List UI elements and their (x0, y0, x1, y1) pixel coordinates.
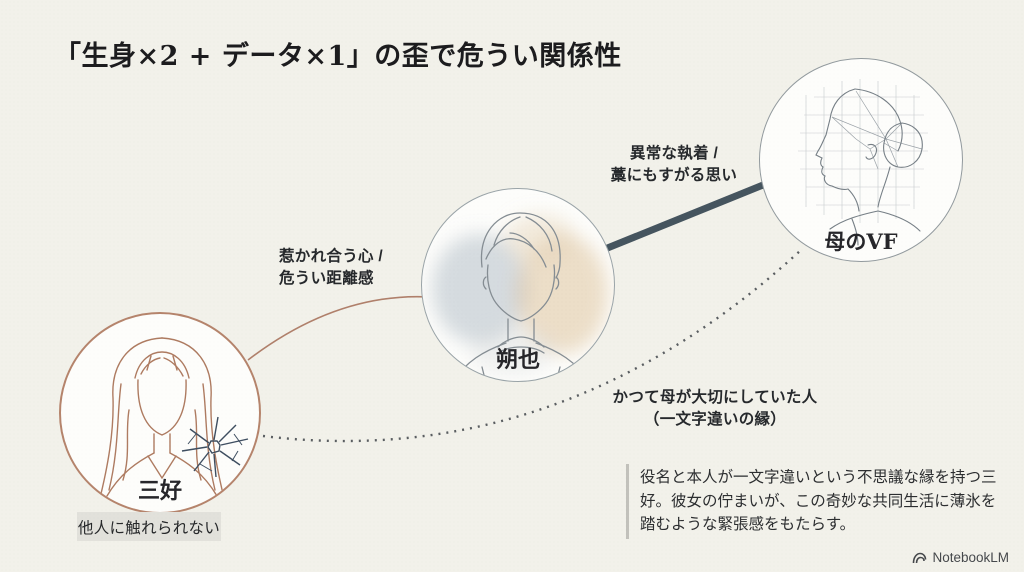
annotation-note: 役名と本人が一文字違いという不思議な縁を持つ三好。彼女の佇まいが、この奇妙な共同… (626, 464, 1010, 539)
edge-label-line: 危うい距離感 (279, 270, 374, 287)
brand-footer: NotebookLM (912, 550, 1009, 565)
node-sakuya-label: 朔也 (495, 347, 540, 373)
edge-label-sakuya-mother: 異常な執着 / 藁にもすがる思い (591, 143, 757, 187)
sakuya-portrait-illustration (432, 212, 608, 381)
edge-sakuya-mother-line (603, 179, 770, 253)
miyoshi-status-badge: 他人に触れられない (77, 512, 221, 541)
edge-label-miyoshi-sakuya: 惹かれ合う心 / 危うい距離感 (279, 246, 383, 290)
shattered-glass-icon (181, 416, 249, 478)
brand-label: NotebookLM (932, 550, 1009, 565)
node-sakuya: 朔也 (421, 188, 615, 382)
edge-label-line: （一文字違いの縁） (643, 411, 787, 428)
edge-label-miyoshi-mother: かつて母が大切にしていた人 （一文字違いの縁） (589, 387, 841, 431)
node-miyoshi: 三好 (59, 312, 261, 514)
edge-miyoshi-sakuya-arc (247, 295, 431, 361)
mother-vf-wireframe-illustration (798, 79, 928, 246)
notebooklm-logo-icon (913, 552, 927, 563)
edge-label-line: 藁にもすがる思い (610, 167, 738, 184)
node-miyoshi-label: 三好 (137, 478, 182, 504)
miyoshi-portrait-illustration (98, 337, 249, 503)
edge-label-line: かつて母が大切にしていた人 (612, 389, 818, 406)
edge-label-line: 異常な執着 / (629, 145, 719, 162)
node-mother-vf: 母のVF (759, 58, 963, 262)
node-mother-vf-label: 母のVF (824, 229, 898, 254)
page-title: 「生身×2 + データ×1」の歪で危うい関係性 (54, 41, 622, 72)
edge-label-line: 惹かれ合う心 / (279, 248, 384, 265)
